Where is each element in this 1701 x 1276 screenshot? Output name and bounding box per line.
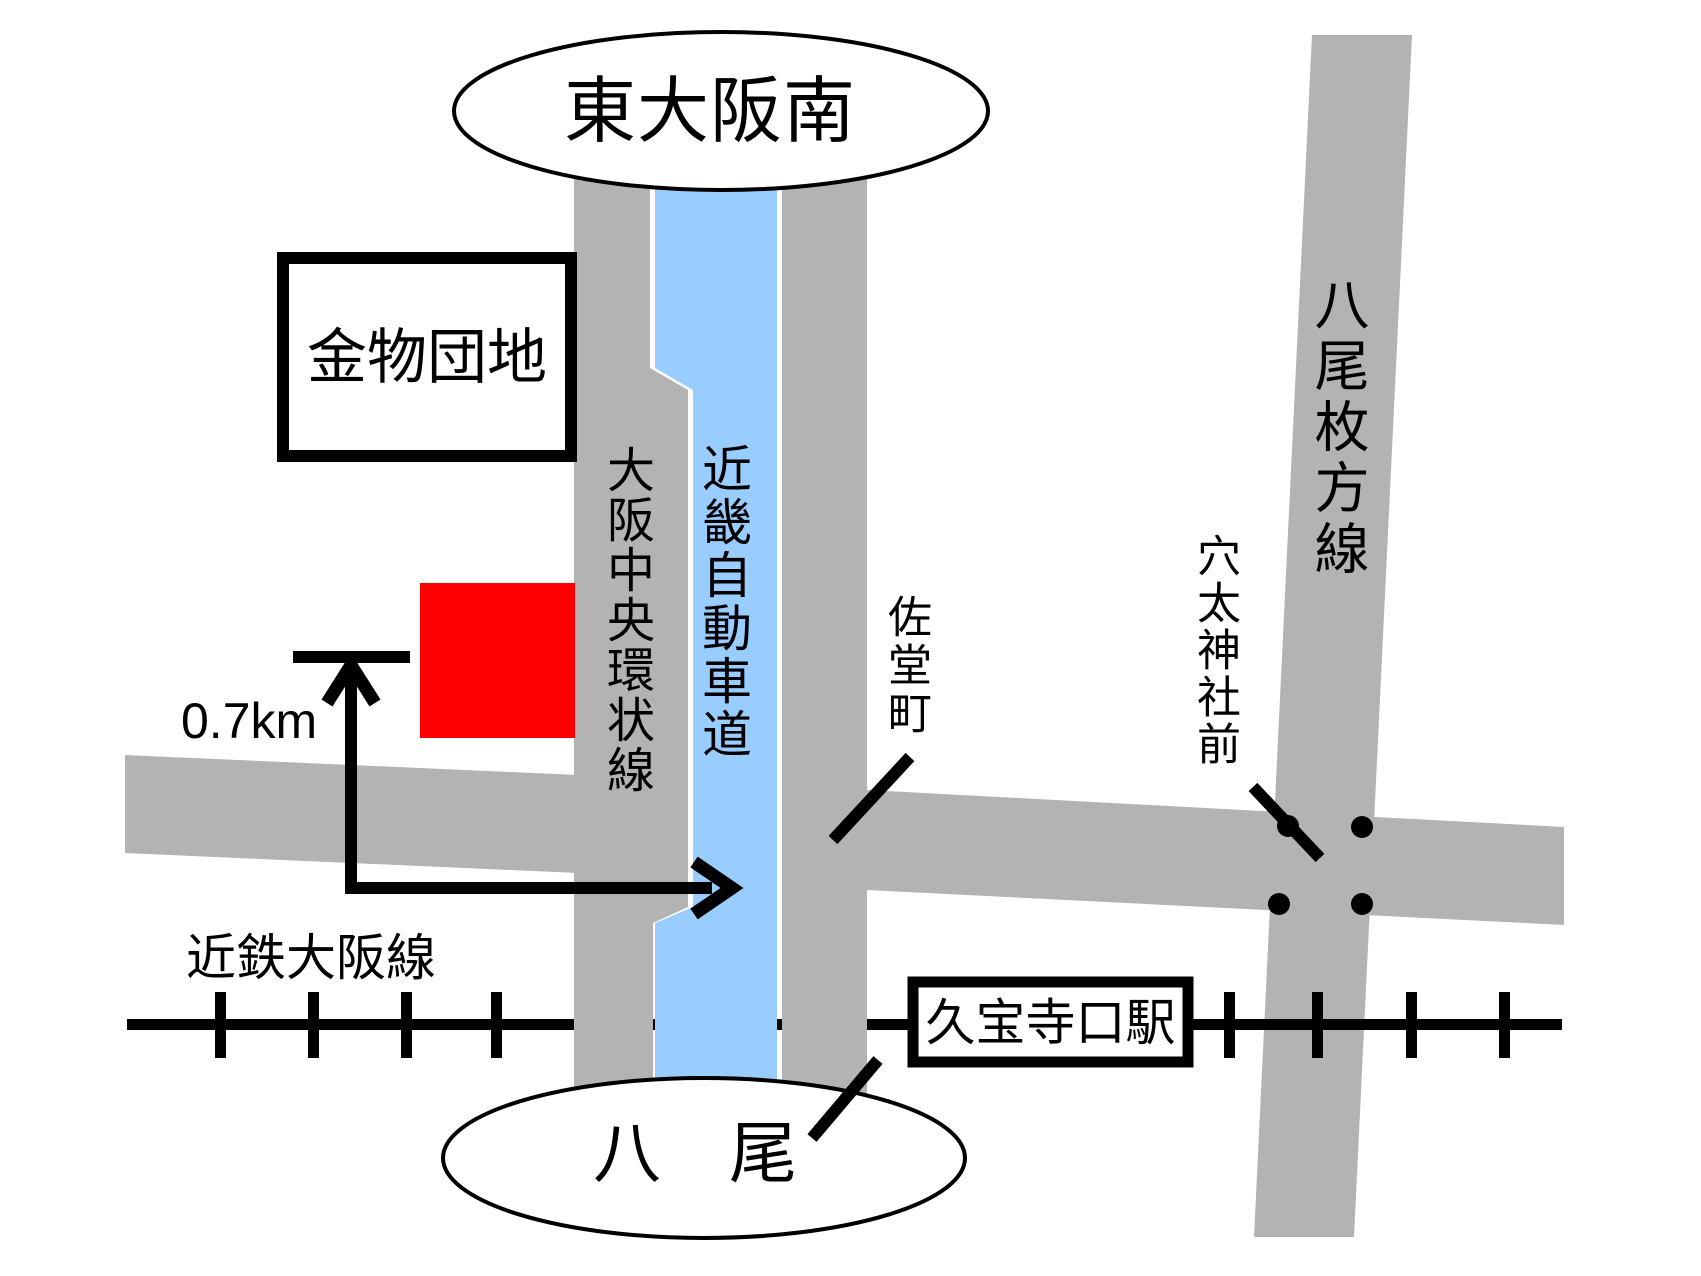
station-label: 久宝寺口駅 <box>925 995 1176 1051</box>
railway-tick <box>491 992 502 1058</box>
route-arrowhead-up <box>321 652 381 707</box>
yao-hirakata-road <box>1254 35 1412 1237</box>
railway-tick <box>308 992 319 1058</box>
chuo-loop-road <box>574 160 688 1100</box>
stop-dot <box>1268 893 1290 915</box>
distance-label: 0.7km <box>181 693 318 749</box>
route-arrowhead-right <box>690 856 744 920</box>
route-arrow <box>293 651 744 920</box>
anao-shrine-label: 穴太神社前 <box>1190 533 1239 768</box>
station-box <box>907 976 1194 1068</box>
top-interchange-ellipse <box>452 30 990 192</box>
chuo-loop-road-east <box>782 160 867 1100</box>
crossing-dash <box>807 1056 883 1142</box>
sado-pointer-line <box>828 752 915 845</box>
anao-stop-mark <box>1248 782 1373 915</box>
railway-tick <box>1224 992 1235 1058</box>
east-road <box>867 790 1564 925</box>
hardware-district-label: 金物団地 <box>307 324 547 391</box>
railway-line-label: 近鉄大阪線 <box>186 930 436 986</box>
yao-hirakata-label: 八尾枚方線 <box>1306 276 1368 581</box>
route-arrow-horizontal <box>345 882 712 894</box>
hardware-district-box <box>277 252 577 462</box>
railway-tick <box>1499 992 1510 1058</box>
railway-tick <box>1312 992 1323 1058</box>
destination-marker <box>420 583 575 738</box>
sado-cho-label: 佐堂町 <box>881 594 930 738</box>
top-interchange-label: 東大阪南 <box>563 72 856 152</box>
stop-dot <box>1351 816 1373 838</box>
railway-tick <box>215 992 226 1058</box>
stop-dot <box>1351 893 1373 915</box>
kinki-expressway-road <box>655 160 777 1100</box>
expressway-label: 近畿自動車道 <box>695 443 751 761</box>
stop-dot <box>1277 815 1299 837</box>
railway-tick <box>1406 992 1417 1058</box>
bottom-interchange-label: 八 尾 <box>592 1116 797 1192</box>
route-arrow-vertical <box>345 660 357 894</box>
railway-tick <box>401 992 412 1058</box>
chuo-loop-label: 大阪中央環状線 <box>599 445 652 795</box>
